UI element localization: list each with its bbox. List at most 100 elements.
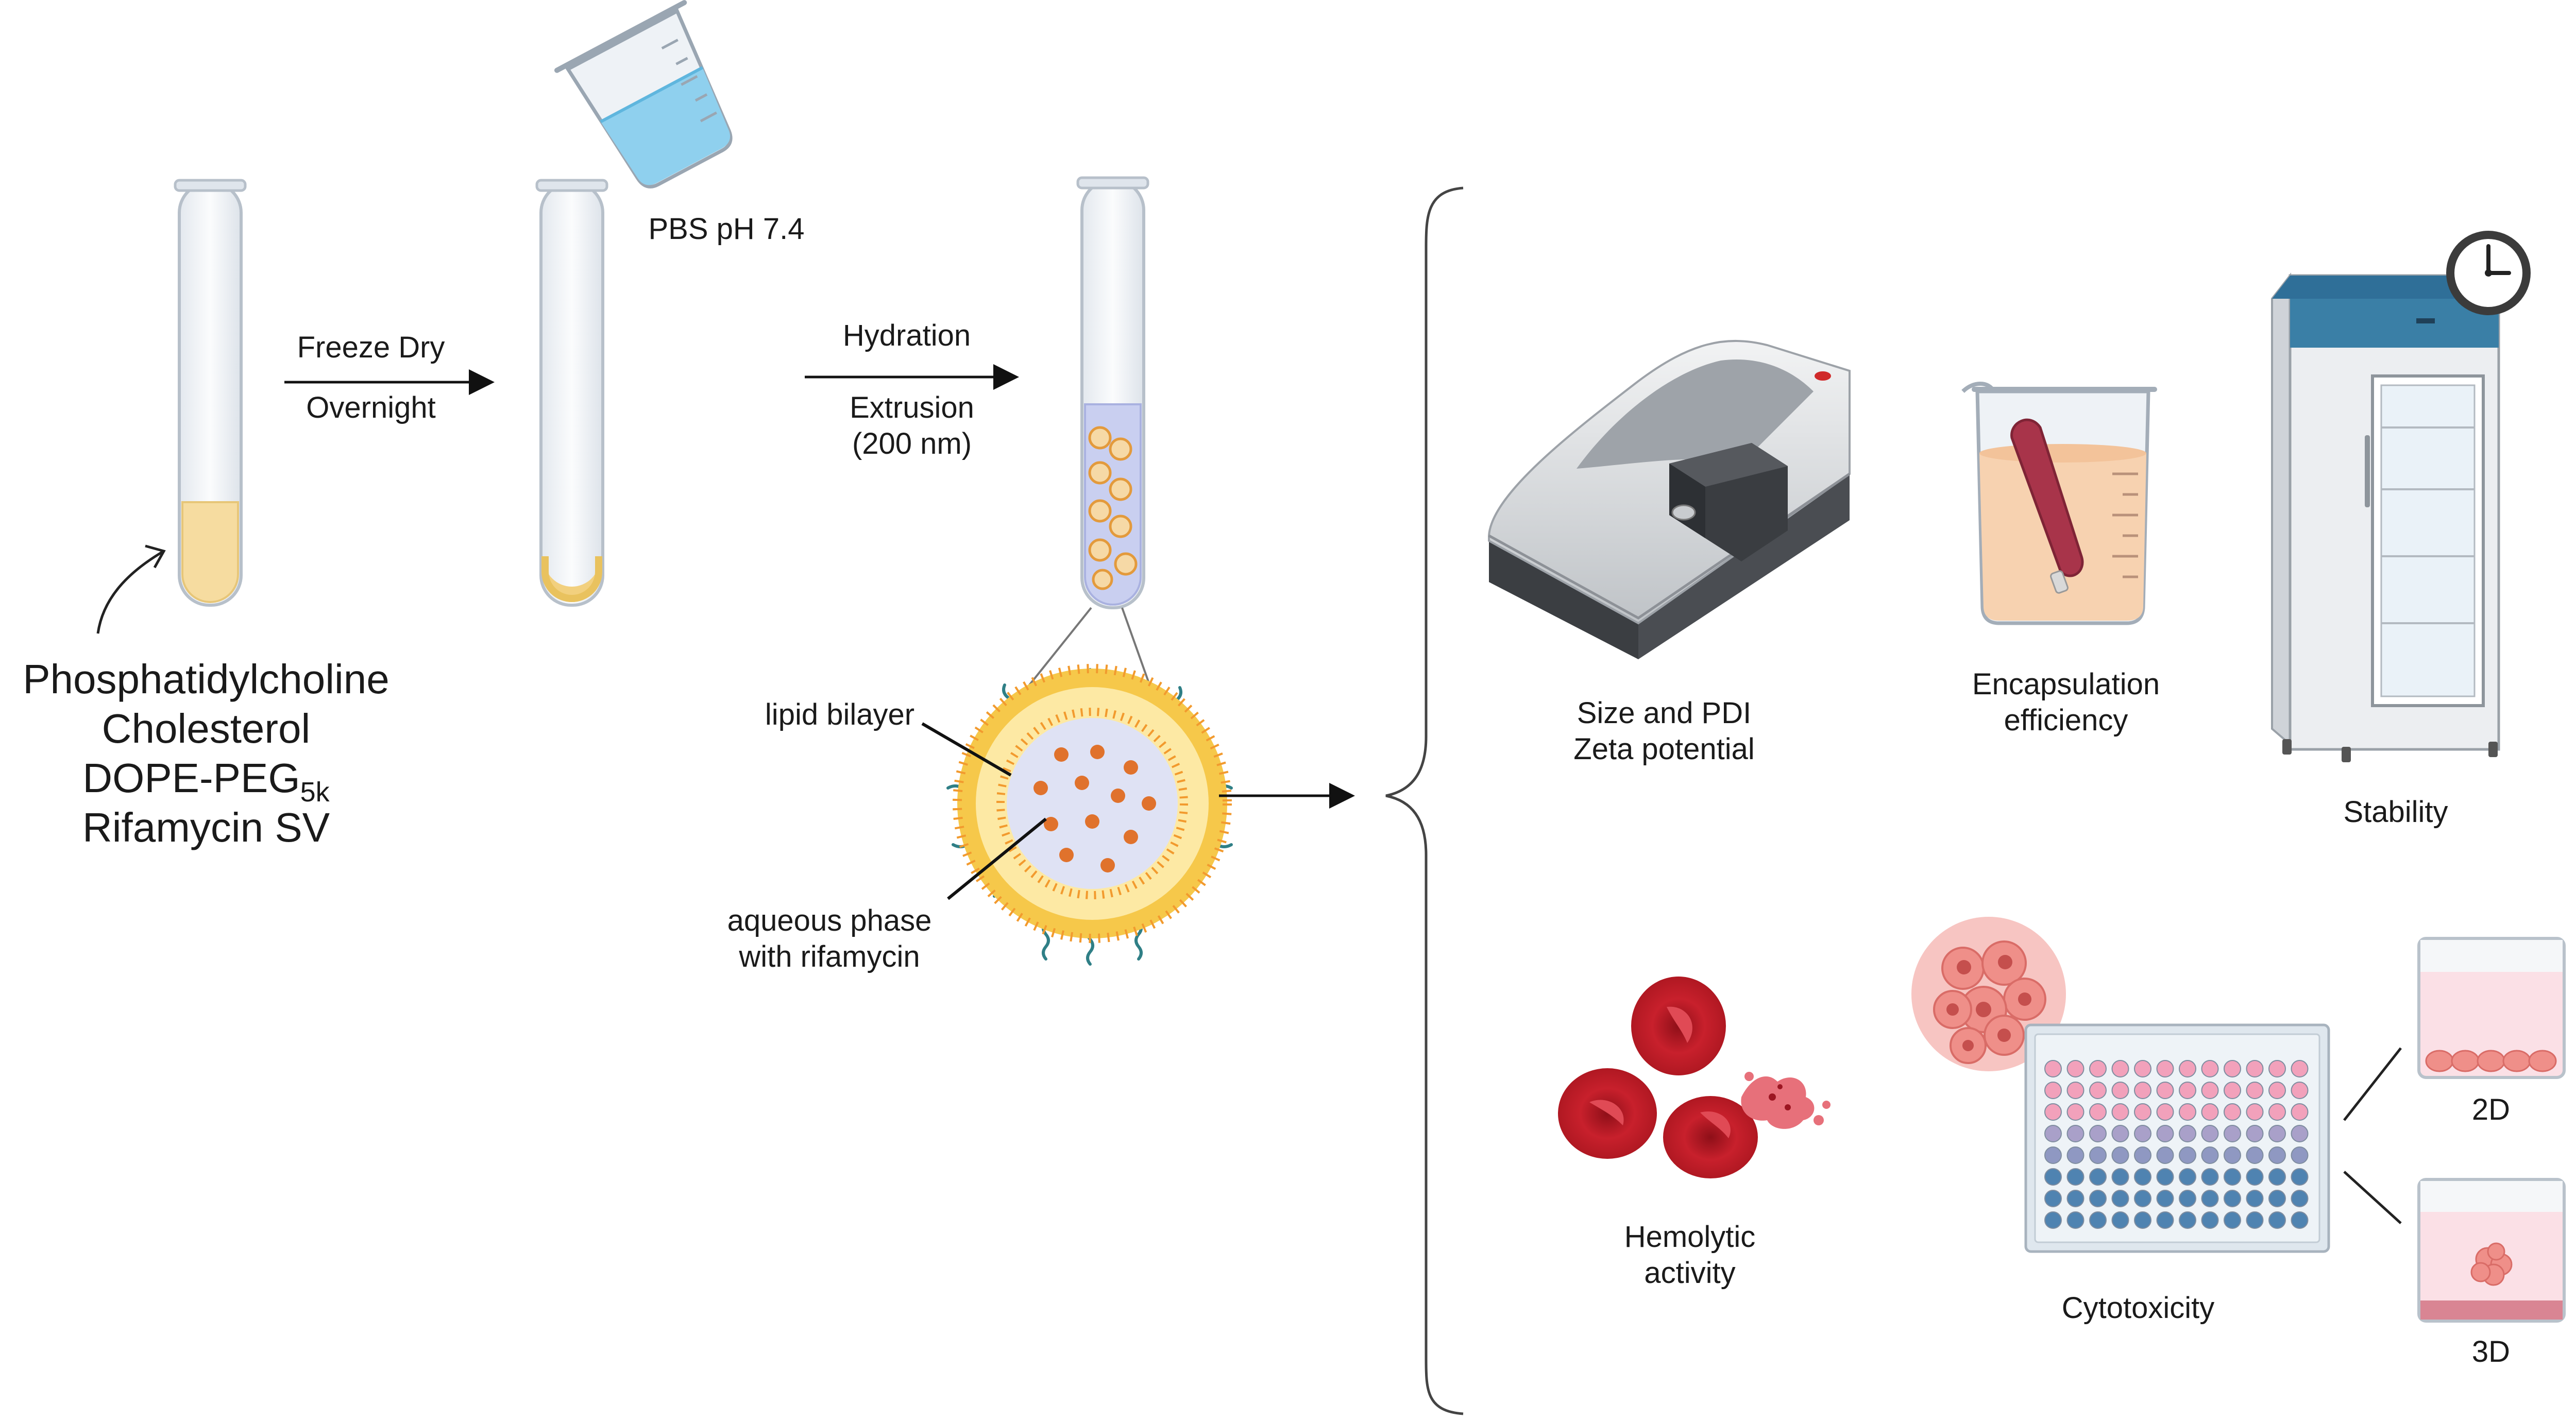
- plate-well: [2089, 1103, 2107, 1121]
- plate-well: [2246, 1103, 2264, 1121]
- dope-peg-text: DOPE-PEG: [82, 755, 300, 801]
- pointer-arrowhead: [145, 544, 166, 569]
- plate-well: [2134, 1168, 2151, 1186]
- label-hemolytic: Hemolytic: [1624, 1220, 1756, 1254]
- plate-well: [2291, 1125, 2309, 1142]
- component-cholesterol: Cholesterol: [101, 706, 311, 751]
- label-size-pdi: Size and PDI: [1577, 696, 1752, 730]
- plate-well: [2246, 1082, 2264, 1099]
- plate-well: [2291, 1060, 2309, 1077]
- label-3d: 3D: [2471, 1335, 2511, 1368]
- plate-well: [2066, 1146, 2084, 1164]
- plate-well: [2111, 1211, 2129, 1229]
- plate-well: [2156, 1103, 2174, 1121]
- plate-well: [2089, 1060, 2107, 1077]
- plate-well: [2246, 1190, 2264, 1207]
- plate-well: [2268, 1060, 2286, 1077]
- plate-well: [2291, 1168, 2309, 1186]
- plate-well: [2066, 1125, 2084, 1142]
- label-activity: activity: [1644, 1256, 1736, 1290]
- plate-well: [2179, 1146, 2196, 1164]
- plate-well: [2246, 1125, 2264, 1142]
- label-extrusion: Extrusion: [850, 391, 974, 424]
- plate-well: [2134, 1125, 2151, 1142]
- plate-well: [2134, 1060, 2151, 1077]
- plate-well: [2066, 1082, 2084, 1099]
- plate-well: [2179, 1060, 2196, 1077]
- plate-well: [2201, 1103, 2219, 1121]
- plate-well: [2201, 1168, 2219, 1186]
- plate-well: [2111, 1125, 2129, 1142]
- branch-line-3d: [2343, 1171, 2402, 1224]
- test-tube-liposome-suspension: [1076, 176, 1149, 609]
- plate-well: [2224, 1060, 2241, 1077]
- beaker-pbs-icon: [554, 0, 733, 189]
- plate-well: [2201, 1082, 2219, 1099]
- plate-well: [2044, 1146, 2062, 1164]
- plate-well: [2246, 1146, 2264, 1164]
- plate-well: [2089, 1146, 2107, 1164]
- stability-fridge-icon: [2271, 272, 2500, 762]
- plate-well: [2156, 1125, 2174, 1142]
- plate-well: [2066, 1060, 2084, 1077]
- plate-well: [2179, 1211, 2196, 1229]
- label-efficiency: efficiency: [2004, 704, 2128, 737]
- plate-well: [2156, 1211, 2174, 1229]
- plate-well: [2134, 1103, 2151, 1121]
- label-zeta-potential: Zeta potential: [1573, 732, 1755, 766]
- label-pbs: PBS pH 7.4: [648, 212, 805, 246]
- liposome-illustration: [946, 664, 1233, 966]
- plate-well: [2089, 1211, 2107, 1229]
- pointer-arrow: [96, 550, 165, 634]
- plate-well: [2179, 1125, 2196, 1142]
- plate-well: [2044, 1211, 2062, 1229]
- label-aqueous-phase: aqueous phase: [727, 904, 932, 937]
- plate-well: [2134, 1211, 2151, 1229]
- label-2d: 2D: [2471, 1093, 2511, 1126]
- label-hydration: Hydration: [842, 319, 971, 352]
- plate-well: [2066, 1190, 2084, 1207]
- label-encapsulation: Encapsulation: [1972, 667, 2160, 701]
- plate-well: [2044, 1168, 2062, 1186]
- test-tube-lipid-mixture: [174, 179, 247, 607]
- plate-well: [2291, 1211, 2309, 1229]
- plate-well: [2291, 1190, 2309, 1207]
- plate-well: [2156, 1168, 2174, 1186]
- 96-well-plate-icon: [2024, 1023, 2330, 1253]
- plate-well: [2066, 1211, 2084, 1229]
- plate-well: [2044, 1103, 2062, 1121]
- plate-well: [2044, 1082, 2062, 1099]
- plate-well: [2134, 1082, 2151, 1099]
- component-dope-peg: DOPE-PEG5k: [10, 753, 402, 817]
- plate-well: [2224, 1168, 2241, 1186]
- plate-well: [2089, 1190, 2107, 1207]
- culture-well-3d-icon: [2417, 1178, 2566, 1323]
- plate-well: [2044, 1125, 2062, 1142]
- component-rifamycin-sv: Rifamycin SV: [82, 804, 330, 850]
- plate-well: [2111, 1103, 2129, 1121]
- zoom-line-left: [1024, 607, 1092, 691]
- label-stability: Stability: [2343, 795, 2448, 829]
- plate-well: [2246, 1168, 2264, 1186]
- plate-well: [2224, 1211, 2241, 1229]
- aqueous-pointer: [947, 817, 1047, 900]
- plate-well: [2268, 1168, 2286, 1186]
- bilayer-pointer: [921, 722, 1012, 777]
- plate-well: [2156, 1190, 2174, 1207]
- plate-well: [2268, 1146, 2286, 1164]
- plate-well: [2134, 1146, 2151, 1164]
- plate-well: [2089, 1168, 2107, 1186]
- plate-well: [2291, 1082, 2309, 1099]
- plate-well: [2156, 1060, 2174, 1077]
- curly-brace: [1385, 186, 1464, 1415]
- plate-well: [2044, 1190, 2062, 1207]
- label-overnight: Overnight: [306, 391, 436, 424]
- test-tube-lipid-film: [535, 179, 608, 607]
- plate-well: [2111, 1060, 2129, 1077]
- rifamycin-molecules: [1033, 745, 1156, 872]
- encapsulation-beaker-icon: [1961, 382, 2157, 625]
- plate-well: [2089, 1125, 2107, 1142]
- plate-well: [2111, 1190, 2129, 1207]
- label-cytotoxicity: Cytotoxicity: [2061, 1291, 2215, 1325]
